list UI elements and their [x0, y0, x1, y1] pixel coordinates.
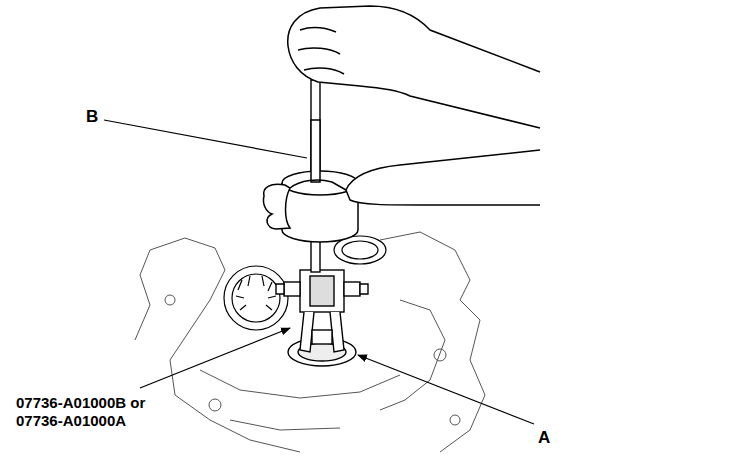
puller-bolt — [284, 282, 300, 296]
bolt-hole — [434, 349, 446, 361]
bearing-inner — [232, 274, 280, 322]
fist — [288, 6, 540, 128]
transmission-case — [135, 232, 485, 452]
slide-hammer-shaft — [311, 80, 320, 272]
case-edge — [230, 420, 340, 430]
puller-body — [300, 270, 344, 312]
part-letter: B — [86, 107, 98, 127]
tool-number: 07736-A01000B or 07736-A01000A — [16, 394, 168, 430]
hand-upper — [288, 6, 540, 128]
leader-lines — [104, 120, 534, 424]
slide-hammer-weight — [282, 120, 358, 242]
case-edge — [380, 300, 445, 410]
leader-line — [358, 355, 534, 424]
bearing-splines — [236, 276, 276, 310]
thumb — [290, 180, 346, 190]
leader-line — [104, 120, 307, 158]
forearm — [346, 150, 540, 205]
bearing-outer — [224, 266, 288, 330]
finger-lines — [298, 28, 344, 74]
bearing-left — [224, 266, 288, 330]
case-edge — [150, 238, 300, 452]
shaft — [311, 80, 320, 272]
case-edge — [200, 370, 400, 398]
case-edge — [380, 232, 485, 452]
bolt-hole — [450, 415, 460, 425]
puller-slot — [310, 276, 334, 306]
shaft-upper — [311, 120, 320, 182]
puller-bolt — [344, 282, 360, 296]
bolt-hole — [209, 399, 221, 411]
bearing-puller — [276, 270, 368, 352]
bolt-hole — [165, 295, 175, 305]
hand-lower — [263, 150, 540, 229]
leader-line — [140, 328, 290, 388]
bolt-head — [276, 284, 284, 294]
case-edge — [135, 250, 150, 340]
bolt-head — [360, 284, 368, 294]
puller-collet — [312, 330, 332, 344]
part-letter: A — [538, 428, 550, 448]
bearing-inner — [342, 241, 378, 259]
fingers — [263, 184, 290, 229]
